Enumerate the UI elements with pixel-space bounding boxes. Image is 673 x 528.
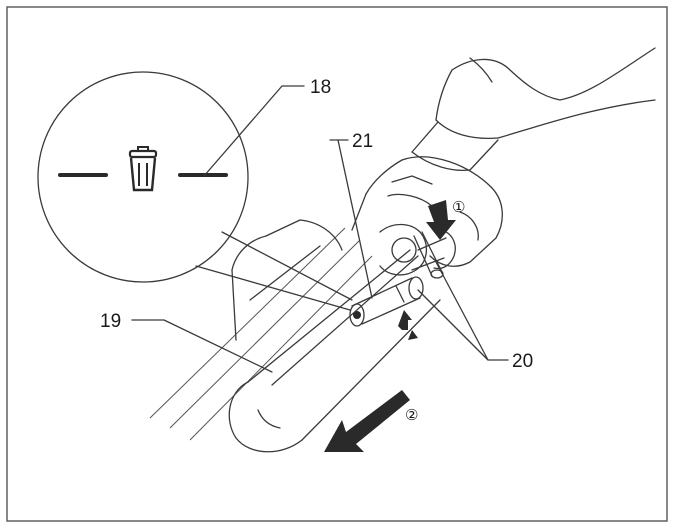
step-1-marker: ①: [452, 198, 465, 216]
diagram-frame: [6, 6, 668, 522]
part-21-cylinder: [349, 276, 424, 327]
callout-18: 18: [310, 77, 331, 98]
step-2-marker: ②: [405, 406, 418, 424]
hand-illustration: [411, 47, 656, 172]
part-19-rod: [228, 219, 441, 453]
arrow-small-up: [398, 310, 418, 340]
callout-20: 20: [512, 351, 533, 372]
callout-21: 21: [352, 131, 373, 152]
trash-bin-icon: [128, 146, 158, 192]
leader-lines: [131, 85, 509, 373]
callout-19: 19: [100, 311, 121, 332]
arrow-step-2: [324, 390, 410, 452]
zoom-circle: [37, 71, 353, 311]
guide-rails: [149, 227, 373, 441]
arrow-step-1: [426, 200, 456, 240]
housing: [351, 156, 503, 276]
part-20-pins: [413, 231, 444, 279]
